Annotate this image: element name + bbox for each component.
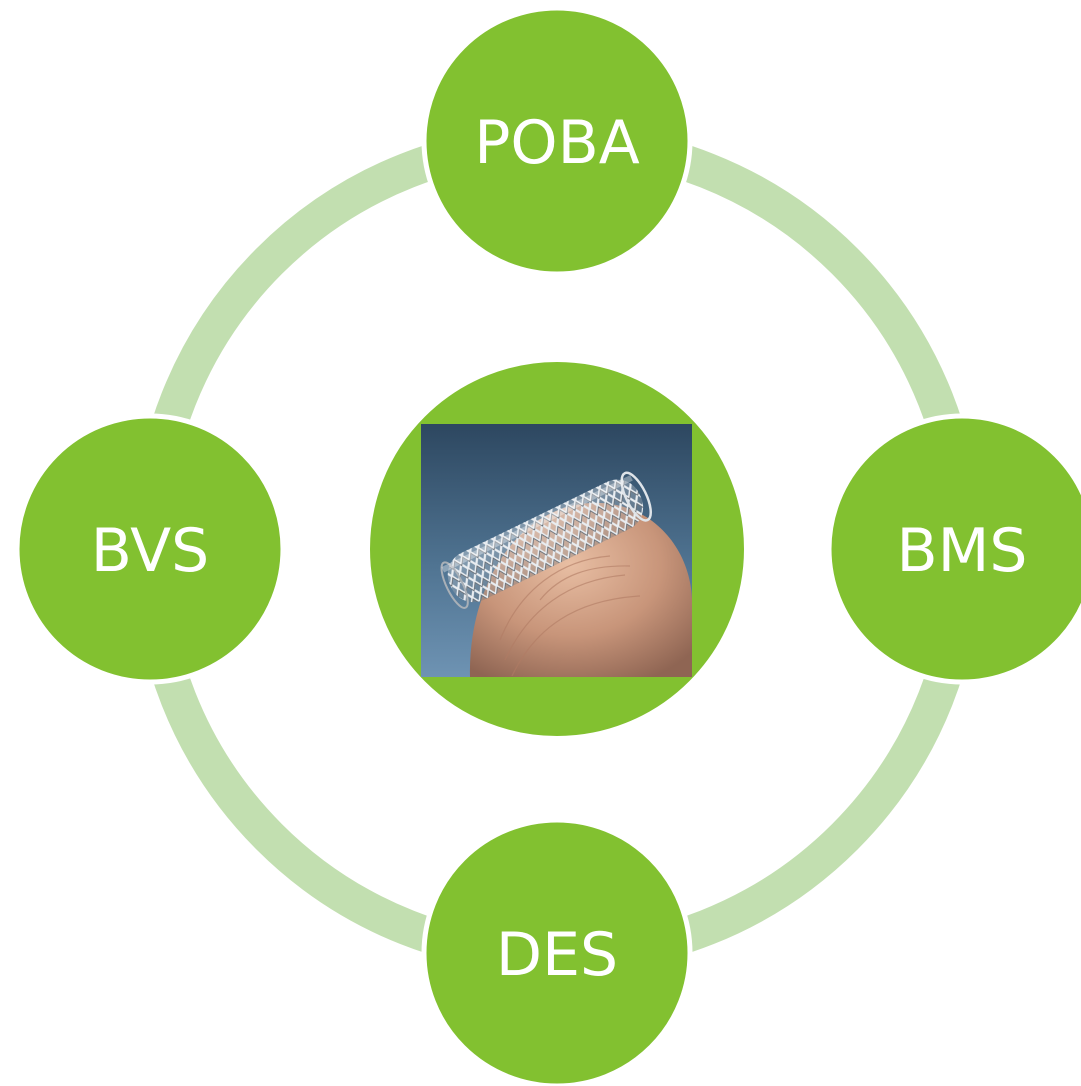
node-bvs-circle: [14, 413, 286, 685]
node-des: DES: [421, 817, 693, 1086]
node-bms: BMS: [826, 413, 1081, 685]
node-bms-circle: [826, 413, 1081, 685]
node-bvs: BVS: [14, 413, 286, 685]
node-bms-label: BMS: [896, 516, 1027, 586]
node-poba-circle: [421, 5, 693, 277]
stent-photo: [421, 424, 692, 677]
node-des-circle: [421, 817, 693, 1086]
center-node: [366, 358, 748, 740]
node-bvs-label: BVS: [91, 516, 209, 586]
node-poba-label: POBA: [474, 108, 640, 178]
node-poba: POBA: [421, 5, 693, 277]
node-des-label: DES: [496, 920, 618, 990]
